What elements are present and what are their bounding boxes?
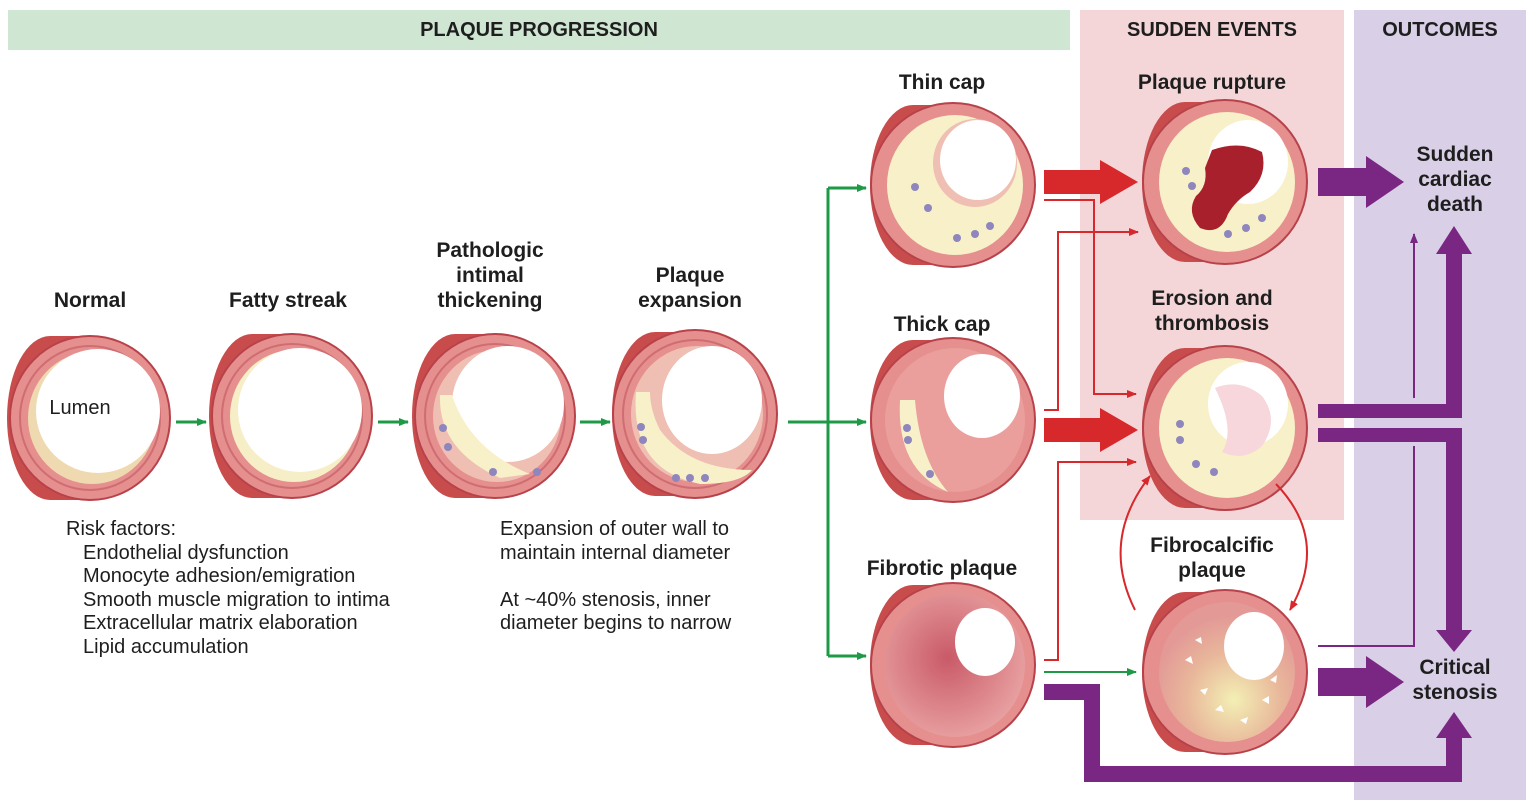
label-lumen: Lumen [49, 397, 111, 419]
expansion-note-line: At ~40% stenosis, inner [500, 588, 711, 611]
label-fibrocalcific-plaque: Fibrocalcific plaque [1150, 534, 1274, 582]
label-critical-stenosis: Critical stenosis [1412, 656, 1498, 704]
vessel-plaque-rupture [1142, 99, 1308, 265]
vessel-fibrotic-plaque [870, 582, 1036, 748]
risk-factor-item: Smooth muscle migration to intima [83, 588, 390, 611]
label-fibrotic-plaque: Fibrotic plaque [866, 557, 1018, 580]
green-progression-arrows [176, 184, 1137, 676]
label-erosion-and-thrombosis: Erosion and thrombosis [1151, 287, 1273, 335]
expansion-note-line: diameter begins to narrow [500, 612, 732, 634]
label-plaque-rupture: Plaque rupture [1137, 71, 1287, 94]
label-sudden-cardiac-death: Sudden cardiac death [1416, 143, 1494, 216]
label-thick-cap: Thick cap [893, 313, 991, 336]
risk-factors-list: Risk factors: Endothelial dysfunction Mo… [66, 518, 390, 659]
label-plaque-expansion: Plaque expansion [638, 264, 742, 312]
label-thin-cap: Thin cap [898, 71, 986, 94]
plaque-progression-band [8, 10, 1070, 50]
risk-factor-item: Extracellular matrix elaboration [83, 612, 358, 634]
vessel-fibrocalcific-plaque [1142, 589, 1308, 755]
risk-factors-title: Risk factors: [66, 518, 177, 540]
expansion-note-line: Expansion of outer wall to [500, 518, 730, 540]
expansion-note-spacer [500, 565, 731, 589]
purple-outcome-arrows [1044, 156, 1472, 782]
vessel-thick-cap [870, 337, 1036, 503]
header-plaque-progression: PLAQUE PROGRESSION [420, 19, 658, 41]
vessel-plaque-expansion [612, 329, 778, 499]
risk-factor-item: Lipid accumulation [83, 635, 249, 658]
risk-factor-item: Monocyte adhesion/emigration [83, 565, 356, 587]
expansion-note-line: maintain internal diameter [500, 541, 731, 564]
label-normal: Normal [53, 289, 127, 312]
purple-thin-arrows [1318, 233, 1418, 647]
header-outcomes: OUTCOMES [1382, 19, 1498, 41]
expansion-notes: Expansion of outer wall to maintain inte… [500, 518, 731, 636]
red-event-arrows [1044, 160, 1138, 452]
vessel-pathologic-intimal-thickening [412, 333, 576, 499]
vessel-erosion-and-thrombosis [1142, 345, 1308, 511]
vessel-thin-cap [870, 102, 1036, 268]
label-fatty-streak: Fatty streak [229, 289, 347, 312]
risk-factor-item: Endothelial dysfunction [83, 541, 289, 564]
header-sudden-events: SUDDEN EVENTS [1126, 19, 1298, 41]
label-pathologic-intimal-thickening: Pathologic intimal thickening [436, 239, 544, 312]
red-thin-arrows [1044, 199, 1308, 661]
vessel-fatty-streak [209, 333, 373, 499]
vessel-normal [7, 335, 171, 501]
